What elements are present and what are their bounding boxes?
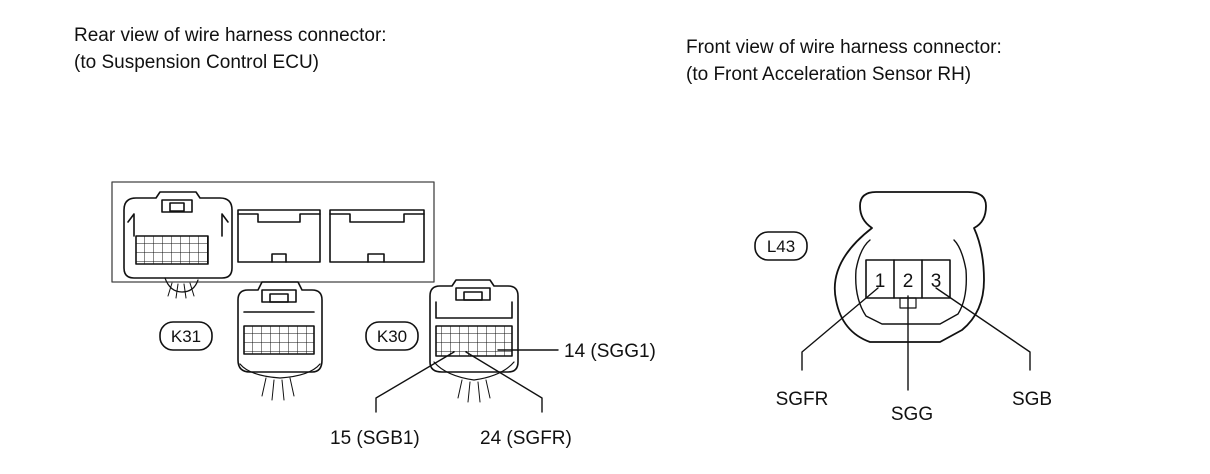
- leader-sgfr: [801, 287, 879, 371]
- k30-bubble: [365, 321, 419, 351]
- l43-bubble: [754, 231, 808, 261]
- l43-label: L43: [767, 237, 795, 256]
- ecu-plug-left: [123, 191, 233, 299]
- leader-pin15: [375, 351, 455, 413]
- sgb-label: SGB: [1012, 389, 1052, 410]
- k30-connector: [429, 279, 519, 403]
- leader-pin24: [465, 351, 543, 413]
- left-caption-line1: Rear view of wire harness connector:: [74, 25, 387, 46]
- k30-leaders: [375, 349, 559, 413]
- l43-connector: [754, 191, 987, 343]
- left-caption-line2: (to Suspension Control ECU): [74, 52, 319, 73]
- l43-leaders: [801, 287, 1031, 391]
- k30-label: K30: [377, 327, 407, 346]
- right-caption-line1: Front view of wire harness connector:: [686, 37, 1002, 58]
- pin24-label: 24 (SGFR): [480, 428, 572, 449]
- sgg-label: SGG: [891, 404, 933, 425]
- l43-pin2: 2: [903, 271, 914, 292]
- ecu-socket-right: [329, 209, 425, 263]
- l43-pin1: 1: [875, 271, 886, 292]
- ecu-housing: [111, 181, 435, 299]
- k31-bubble: [159, 321, 213, 351]
- sgfr-label: SGFR: [776, 389, 829, 410]
- pin14-label: 14 (SGG1): [564, 341, 656, 362]
- left-caption: Rear view of wire harness connector: (to…: [74, 22, 387, 76]
- ecu-socket-center: [237, 209, 321, 263]
- k31-connector: [237, 281, 323, 401]
- right-caption: Front view of wire harness connector: (t…: [686, 34, 1002, 88]
- l43-pin3: 3: [931, 271, 942, 292]
- leader-sgb: [935, 287, 1031, 371]
- right-caption-line2: (to Front Acceleration Sensor RH): [686, 64, 972, 85]
- pin15-label: 15 (SGB1): [330, 428, 420, 449]
- k31-label: K31: [171, 327, 201, 346]
